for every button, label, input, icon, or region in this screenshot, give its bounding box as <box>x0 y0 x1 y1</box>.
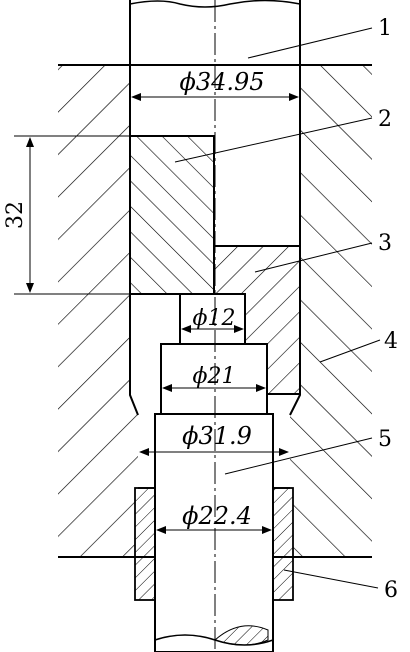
step-21 <box>160 343 268 415</box>
leader-5 <box>224 437 373 475</box>
step-12 <box>179 293 246 345</box>
callout-2: 2 <box>378 107 392 132</box>
dim-height-label: 32 <box>3 201 28 229</box>
leader-3 <box>254 242 373 273</box>
die-right <box>290 65 372 557</box>
callout-6: 6 <box>384 578 398 603</box>
part-6-sleeve-right <box>272 487 294 601</box>
callout-1: 1 <box>378 16 392 41</box>
leader-2 <box>174 117 373 163</box>
dim-d2-label: ϕ12 <box>193 306 236 331</box>
callout-4: 4 <box>384 329 398 354</box>
callout-3: 3 <box>378 231 392 256</box>
dim-d3-label: ϕ21 <box>193 364 236 389</box>
dim-d1-label: ϕ34.95 <box>179 68 264 96</box>
dim-d4-label: ϕ31.9 <box>182 422 252 450</box>
dim-d5-label: ϕ22.4 <box>182 502 252 530</box>
callout-5: 5 <box>378 427 392 452</box>
leader-4 <box>319 339 381 363</box>
leader-1 <box>247 27 373 59</box>
part-1-punch <box>129 0 301 416</box>
die-left <box>58 65 138 557</box>
break-hatch <box>214 625 269 646</box>
part-6-sleeve-left <box>134 487 156 601</box>
leader-6 <box>283 569 379 589</box>
